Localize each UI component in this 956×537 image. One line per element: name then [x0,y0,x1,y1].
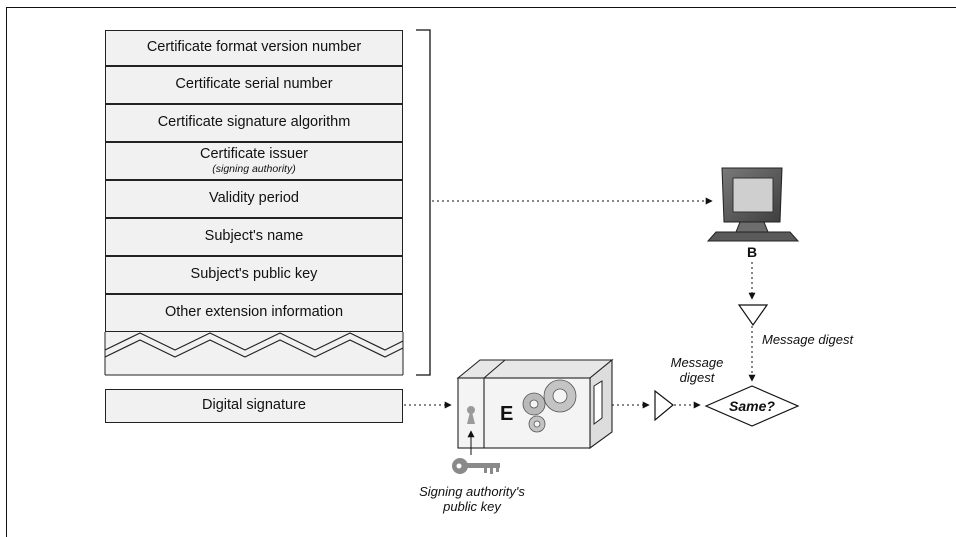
message-digest-label-e: Message digest [657,355,737,386]
frame-top-border [6,7,956,8]
field-label: Validity period [208,190,299,207]
key-icon [452,458,500,474]
gears-icon [456,358,614,450]
computer-label: B [747,244,757,260]
torn-section [104,332,404,376]
field-label: Subject's public key [190,266,318,283]
digest-triangle-b [737,304,769,327]
field-label: Certificate format version number [146,39,362,56]
signing-key-line2: public key [443,498,501,514]
certificate-bracket [416,29,431,376]
frame-left-border [6,7,7,537]
field-format-version: Certificate format version number [105,30,403,66]
field-serial-number: Certificate serial number [105,66,403,104]
field-digital-signature: Digital signature [105,389,403,423]
field-other-extension: Other extension information [105,294,403,332]
field-subject-public-key: Subject's public key [105,256,403,294]
message-digest-line2: digest [679,369,715,385]
field-label: Certificate serial number [175,76,333,93]
field-signature-algorithm: Certificate signature algorithm [105,104,403,142]
compare-label: Same? [729,398,775,414]
field-label: Other extension information [164,304,344,321]
field-label: Certificate issuer [200,146,308,163]
field-label: Digital signature [202,397,306,414]
message-digest-label-b: Message digest [762,332,854,347]
field-label: Certificate signature algorithm [157,114,351,131]
computer-icon [706,167,800,242]
field-subject-name: Subject's name [105,218,403,256]
compare-diamond [704,385,800,427]
signing-key-line1: Signing authority's [419,484,525,499]
field-sublabel: (signing authority) [212,162,296,175]
field-label: Subject's name [204,228,304,245]
engine-label: E [500,403,513,425]
field-issuer: Certificate issuer (signing authority) [105,142,403,180]
field-validity-period: Validity period [105,180,403,218]
signing-key-label: Signing authority's public key [402,484,542,515]
message-digest-line1: Message [670,355,724,370]
digest-triangle-e [654,389,674,422]
